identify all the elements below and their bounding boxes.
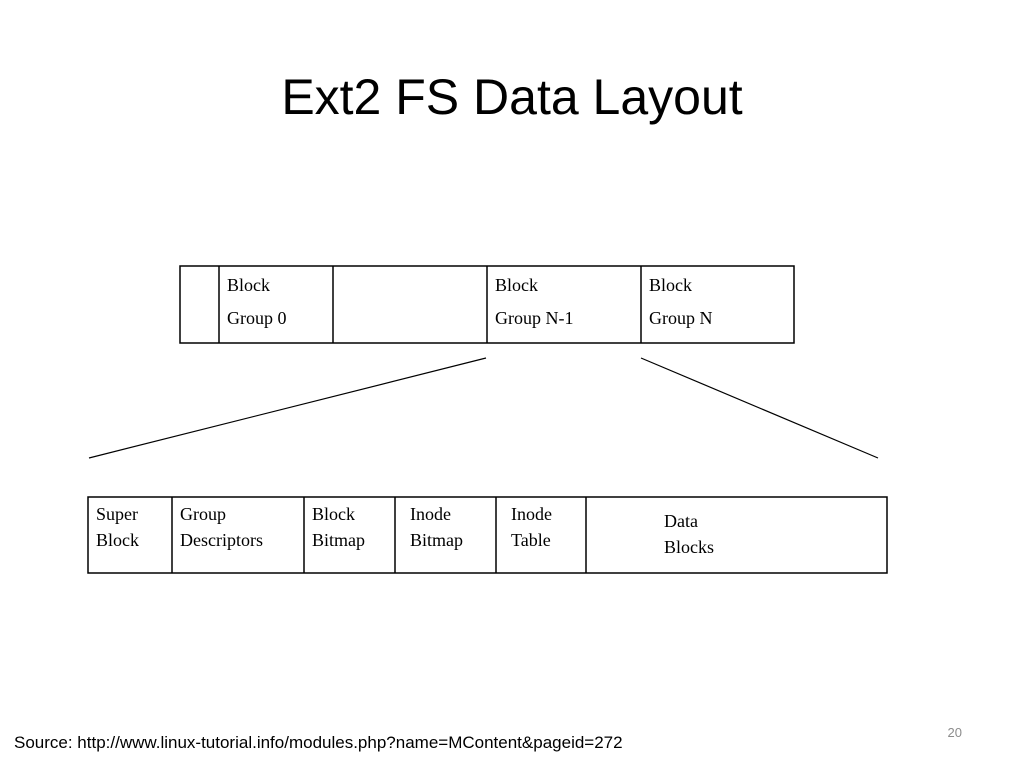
- block-group-detail-frame: [87, 496, 888, 574]
- block-group-n-label-line2: Group N: [649, 308, 713, 328]
- expansion-line-right: [640, 357, 879, 459]
- block-group-0-label-line1: Block: [227, 275, 270, 295]
- inode-bitmap-label-line2: Bitmap: [410, 530, 463, 550]
- block-group-0-label-line2: Group 0: [227, 308, 287, 328]
- data-blocks-label-line2: Blocks: [664, 537, 714, 557]
- block-group-row: Block Group 0 Block Group N-1 Block Grou…: [179, 265, 795, 344]
- slide-title: Ext2 FS Data Layout: [281, 69, 743, 125]
- block-group-n-label-line1: Block: [649, 275, 692, 295]
- block-group-n-minus-1-label-line1: Block: [495, 275, 538, 295]
- block-bitmap-label-line1: Block: [312, 504, 355, 524]
- source-citation: Source: http://www.linux-tutorial.info/m…: [14, 733, 623, 752]
- block-group-n-minus-1-label-line2: Group N-1: [495, 308, 574, 328]
- data-blocks-label-line1: Data: [664, 511, 698, 531]
- block-bitmap-label-line2: Bitmap: [312, 530, 365, 550]
- inode-bitmap-label-line1: Inode: [410, 504, 451, 524]
- super-block-label-line2: Block: [96, 530, 139, 550]
- inode-table-label-line1: Inode: [511, 504, 552, 524]
- expansion-line-left: [88, 357, 487, 459]
- group-descriptors-label-line1: Group: [180, 504, 226, 524]
- super-block-label-line1: Super: [96, 504, 138, 524]
- page-number: 20: [947, 725, 962, 740]
- inode-table-label-line2: Table: [511, 530, 551, 550]
- group-descriptors-label-line2: Descriptors: [180, 530, 263, 550]
- block-group-detail-row: Super Block Group Descriptors Block Bitm…: [87, 496, 888, 574]
